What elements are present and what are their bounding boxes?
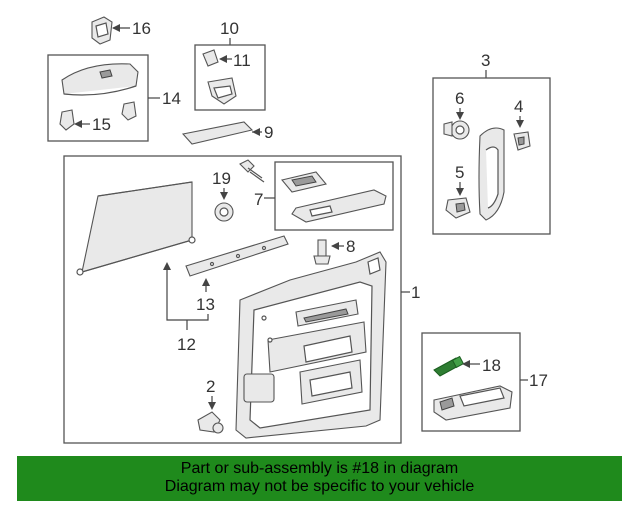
part-5-clip[interactable] bbox=[445, 197, 471, 219]
part-14-cover[interactable] bbox=[61, 63, 139, 96]
callout-10: 10 bbox=[220, 19, 239, 38]
callout-16: 16 bbox=[132, 19, 151, 38]
group-box-1 bbox=[63, 155, 402, 444]
part-10-bracket[interactable] bbox=[207, 77, 237, 105]
part-12-board[interactable] bbox=[76, 181, 196, 276]
part-7-bezel[interactable] bbox=[281, 171, 387, 223]
part-11-clip[interactable] bbox=[202, 49, 232, 67]
part-8-bolt[interactable] bbox=[313, 239, 344, 265]
banner-line-2: Diagram may not be specific to your vehi… bbox=[164, 478, 475, 495]
part-2-clip[interactable] bbox=[197, 411, 224, 434]
group-box-10 bbox=[194, 44, 266, 111]
callout-6: 6 bbox=[455, 89, 464, 108]
callout-19: 19 bbox=[212, 169, 231, 188]
part-19-nut[interactable] bbox=[214, 202, 234, 222]
part-1-door-panel[interactable] bbox=[235, 251, 387, 439]
part-16-clip[interactable] bbox=[91, 16, 130, 45]
callout-15: 15 bbox=[92, 115, 111, 134]
banner-line-1: Part or sub-assembly is #18 in diagram bbox=[180, 460, 459, 477]
callout-4: 4 bbox=[514, 97, 523, 116]
callout-2: 2 bbox=[206, 377, 215, 396]
callout-1: 1 bbox=[411, 283, 420, 302]
part-19-screw[interactable] bbox=[239, 159, 265, 183]
callout-9: 9 bbox=[264, 123, 273, 142]
callout-13: 13 bbox=[196, 295, 215, 314]
group-box-7 bbox=[274, 161, 394, 231]
callout-8: 8 bbox=[346, 237, 355, 256]
callout-12: 12 bbox=[177, 335, 196, 354]
part-13-strip[interactable] bbox=[185, 235, 289, 277]
callout-17: 17 bbox=[529, 371, 548, 390]
callout-3: 3 bbox=[481, 51, 490, 70]
part-notice-banner: Part or sub-assembly is #18 in diagram D… bbox=[17, 456, 622, 501]
group-box-3 bbox=[432, 77, 551, 235]
part-6-grommet[interactable] bbox=[443, 120, 470, 140]
callout-18: 18 bbox=[482, 356, 501, 375]
part-4-clip[interactable] bbox=[513, 131, 531, 151]
callout-5: 5 bbox=[455, 163, 464, 182]
group-box-17 bbox=[421, 332, 521, 432]
callout-11: 11 bbox=[233, 51, 251, 70]
part-15-clip[interactable] bbox=[59, 101, 137, 131]
callout-14: 14 bbox=[162, 89, 181, 108]
part-3-trim[interactable] bbox=[478, 127, 505, 221]
parts-diagram: 16 14 15 10 11 9 3 6 bbox=[47, 16, 551, 444]
callout-7: 7 bbox=[254, 190, 263, 209]
part-17-switch-base[interactable] bbox=[433, 385, 513, 421]
part-9-trim[interactable] bbox=[181, 121, 262, 145]
part-18-highlighted[interactable] bbox=[433, 355, 480, 377]
